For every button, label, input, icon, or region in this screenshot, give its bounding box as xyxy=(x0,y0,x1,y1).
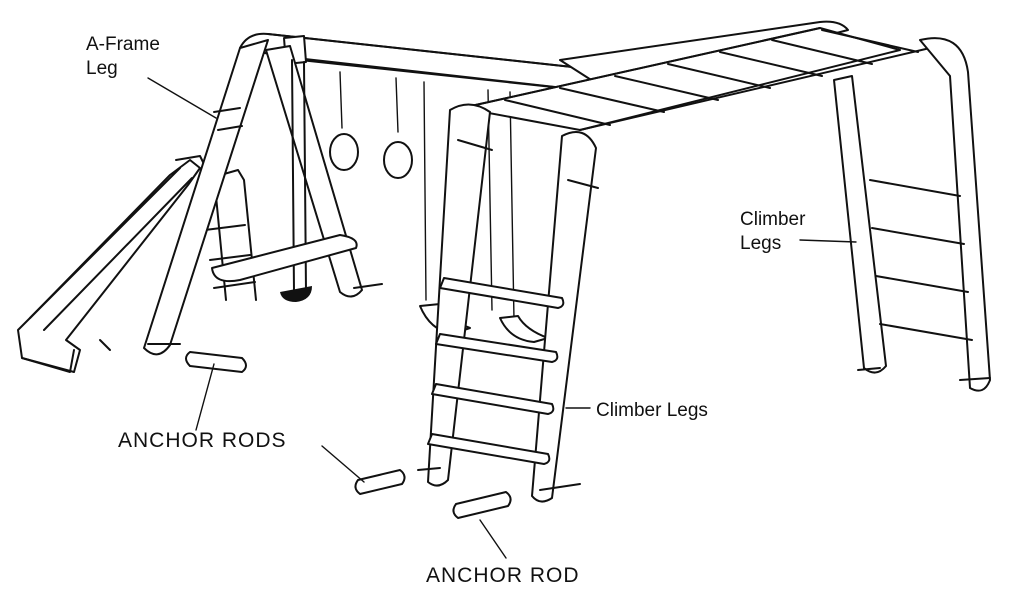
rear-climber xyxy=(833,75,991,381)
anchor-rods xyxy=(147,283,881,519)
front-climber xyxy=(427,103,599,503)
label-climber-legs-right-1: Climber xyxy=(740,209,806,230)
label-climber-legs-right-2: Legs xyxy=(740,233,781,254)
label-climber-legs-front: Climber Legs xyxy=(596,400,708,421)
leader-lines xyxy=(147,77,857,559)
label-anchor-rods: ANCHOR RODS xyxy=(118,429,287,452)
a-frame-legs xyxy=(143,39,363,356)
slide xyxy=(17,155,257,373)
label-anchor-rod: ANCHOR ROD xyxy=(426,564,580,587)
label-a-frame-leg-2: Leg xyxy=(86,58,118,79)
monkey-bars xyxy=(461,20,991,392)
label-a-frame-leg-1: A-Frame xyxy=(86,34,160,55)
